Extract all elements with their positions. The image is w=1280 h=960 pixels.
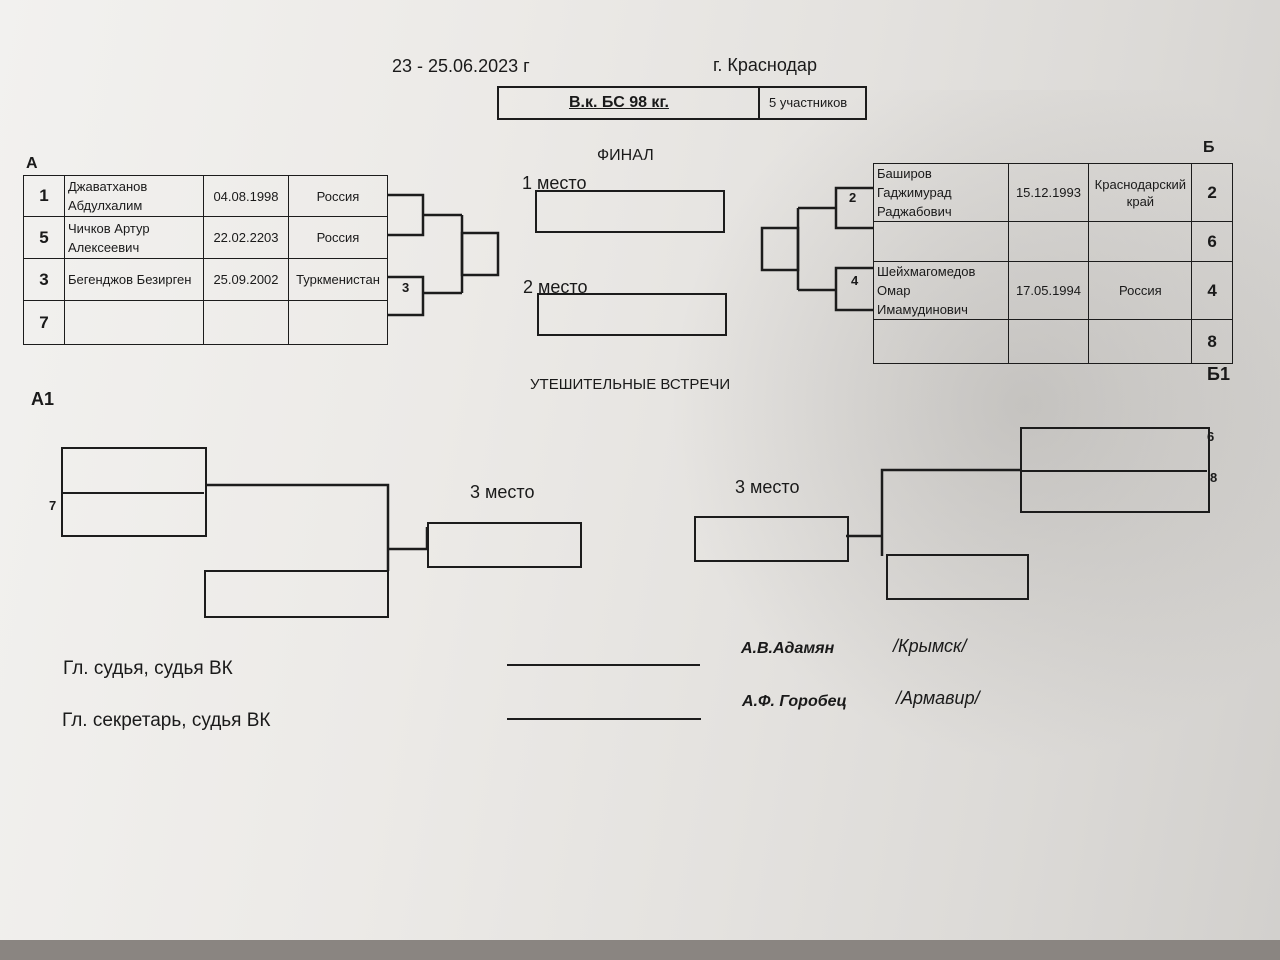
third-place-left-box — [427, 522, 582, 568]
athlete-region — [1088, 221, 1193, 262]
b1-seed-divider — [1022, 470, 1207, 472]
group-b-label: Б — [1203, 139, 1215, 156]
chief-judge-name: А.В.Адамян — [741, 640, 835, 657]
chief-judge-city: /Крымск/ — [893, 636, 967, 656]
athlete-region — [288, 300, 388, 345]
b1-seed-bottom: 8 — [1210, 470, 1218, 485]
chief-judge-role: Гл. судья, судья ВК — [63, 658, 233, 679]
group-a-bracket — [387, 193, 500, 317]
first-place-box — [535, 190, 725, 233]
athlete-name — [64, 300, 204, 345]
athlete-name: Чичков Артур Алексеевич — [64, 216, 204, 259]
consolation-title: УТЕШИТЕЛЬНЫЕ ВСТРЕЧИ — [530, 376, 731, 393]
athlete-name — [873, 319, 1009, 364]
seed-number: 6 — [1191, 221, 1233, 262]
participant-count: 5 участников — [769, 95, 848, 110]
second-place-label: 2 место — [523, 277, 588, 297]
group-b-bracket — [760, 186, 873, 312]
document-sheet: 23 - 25.06.2023 г г. Краснодар В.к. БС 9… — [0, 0, 1280, 940]
seed-number: 2 — [1191, 163, 1233, 222]
athlete-region: Краснодарский край — [1088, 163, 1193, 222]
seed-number: 4 — [1191, 261, 1233, 320]
b1-bracket-lines — [846, 468, 1022, 556]
seed-number: 7 — [23, 300, 65, 345]
athlete-name: Джаватханов Абдулхалим — [64, 175, 204, 217]
secretary-role: Гл. секретарь, судья ВК — [62, 710, 271, 731]
third-place-right-box — [694, 516, 849, 562]
athlete-region: Россия — [288, 175, 388, 217]
a1-seed-number: 7 — [49, 498, 57, 513]
table-row: 7 — [23, 300, 388, 345]
seed-number: 8 — [1191, 319, 1233, 364]
b1-opponent-box — [886, 554, 1029, 600]
table-row: Баширов Гаджимурад Раджабович 15.12.1993… — [873, 163, 1233, 222]
athlete-dob: 22.02.2203 — [203, 216, 289, 259]
seed-number: 5 — [23, 216, 65, 259]
group-b-bracket-mark-top: 2 — [849, 190, 857, 205]
athlete-name: Бегенджов Безирген — [64, 258, 204, 301]
event-city: г. Краснодар — [713, 55, 817, 75]
seed-number: 3 — [23, 258, 65, 301]
athlete-region: Туркменистан — [288, 258, 388, 301]
table-row: 6 — [873, 221, 1233, 262]
header-divider — [758, 88, 760, 118]
athlete-dob: 15.12.1993 — [1007, 163, 1090, 222]
athlete-region — [1088, 319, 1193, 364]
athlete-dob: 25.09.2002 — [203, 258, 289, 301]
secretary-name: А.Ф. Горобец — [742, 693, 847, 710]
group-a-table: 1 Джаватханов Абдулхалим 04.08.1998 Росс… — [23, 175, 388, 345]
athlete-name: Шейхмагомедов Омар Имамудинович — [873, 261, 1009, 320]
athlete-dob — [203, 300, 289, 345]
group-b-bracket-mark-bottom: 4 — [851, 273, 859, 288]
a1-label: А1 — [31, 389, 55, 409]
first-place-label: 1 место — [522, 173, 587, 193]
table-row: Шейхмагомедов Омар Имамудинович 17.05.19… — [873, 261, 1233, 320]
final-title: ФИНАЛ — [597, 147, 654, 164]
secretary-signature-line — [507, 718, 701, 720]
athlete-name — [873, 221, 1009, 262]
a1-seed-divider — [63, 492, 204, 494]
second-place-box — [537, 293, 727, 336]
event-dates: 23 - 25.06.2023 г — [392, 56, 530, 76]
third-place-left-label: 3 место — [470, 482, 535, 502]
group-b-table: Баширов Гаджимурад Раджабович 15.12.1993… — [873, 163, 1233, 364]
athlete-dob: 17.05.1994 — [1007, 261, 1090, 320]
b1-seed-box — [1020, 427, 1210, 513]
seed-number: 1 — [23, 175, 65, 217]
athlete-dob: 04.08.1998 — [203, 175, 289, 217]
group-a-label: А — [26, 155, 38, 172]
b1-label: Б1 — [1207, 364, 1230, 384]
weight-category: В.к. БС 98 кг. — [569, 94, 669, 111]
table-row: 3 Бегенджов Безирген 25.09.2002 Туркмени… — [23, 258, 388, 301]
athlete-region: Россия — [288, 216, 388, 259]
category-header-box: В.к. БС 98 кг. 5 участников — [497, 86, 867, 120]
secretary-city: /Армавир/ — [896, 688, 980, 708]
athlete-dob — [1007, 319, 1090, 364]
b1-seed-top: 6 — [1207, 429, 1215, 444]
third-place-right-label: 3 место — [735, 477, 800, 497]
table-surface — [0, 940, 1280, 960]
a1-seed-box — [61, 447, 207, 537]
athlete-region: Россия — [1088, 261, 1193, 320]
athlete-dob — [1007, 221, 1090, 262]
table-row: 5 Чичков Артур Алексеевич 22.02.2203 Рос… — [23, 216, 388, 259]
chief-judge-signature-line — [507, 664, 700, 666]
table-row: 1 Джаватханов Абдулхалим 04.08.1998 Росс… — [23, 175, 388, 217]
a1-opponent-box — [204, 570, 389, 618]
group-a-bracket-mark: 3 — [402, 280, 410, 295]
table-row: 8 — [873, 319, 1233, 364]
athlete-name: Баширов Гаджимурад Раджабович — [873, 163, 1009, 222]
